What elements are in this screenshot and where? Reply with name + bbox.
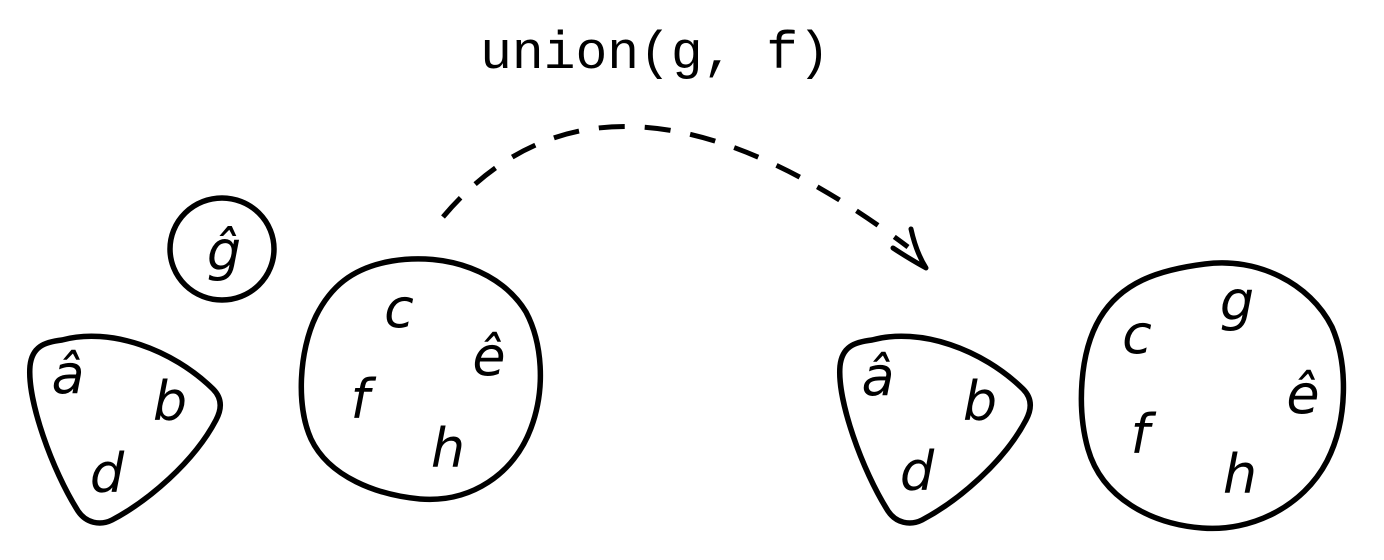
element-e-hat-label: ê bbox=[472, 325, 505, 388]
element-b-label: b bbox=[963, 370, 997, 433]
element-h-label: h bbox=[431, 417, 465, 480]
element-c-label: c bbox=[384, 277, 414, 340]
right-set-a-outline bbox=[837, 333, 1033, 526]
element-b-label: b bbox=[153, 370, 187, 433]
element-c-label: c bbox=[1122, 303, 1152, 366]
element-g-label: g bbox=[1220, 270, 1254, 333]
element-e-hat-label: ê bbox=[1286, 363, 1319, 426]
union-call-label: union(g, f) bbox=[480, 24, 830, 84]
element-h-label: h bbox=[1223, 443, 1257, 506]
element-d-label: d bbox=[90, 442, 125, 505]
result-union-set-outline bbox=[1078, 260, 1347, 532]
union-arrow-curve bbox=[441, 123, 910, 250]
element-f-label: f bbox=[350, 368, 376, 431]
element-a-hat-label: â bbox=[51, 343, 84, 406]
left-set-f-outline bbox=[298, 256, 544, 503]
union-arrowhead-icon bbox=[890, 226, 929, 271]
singleton-g-hat-outline bbox=[167, 195, 277, 303]
element-f-label: f bbox=[1130, 403, 1156, 466]
element-g-hat-label: ĝ bbox=[207, 220, 241, 283]
element-d-label: d bbox=[900, 440, 935, 503]
left-set-a-outline bbox=[27, 333, 223, 526]
element-a-hat-label: â bbox=[861, 345, 894, 408]
